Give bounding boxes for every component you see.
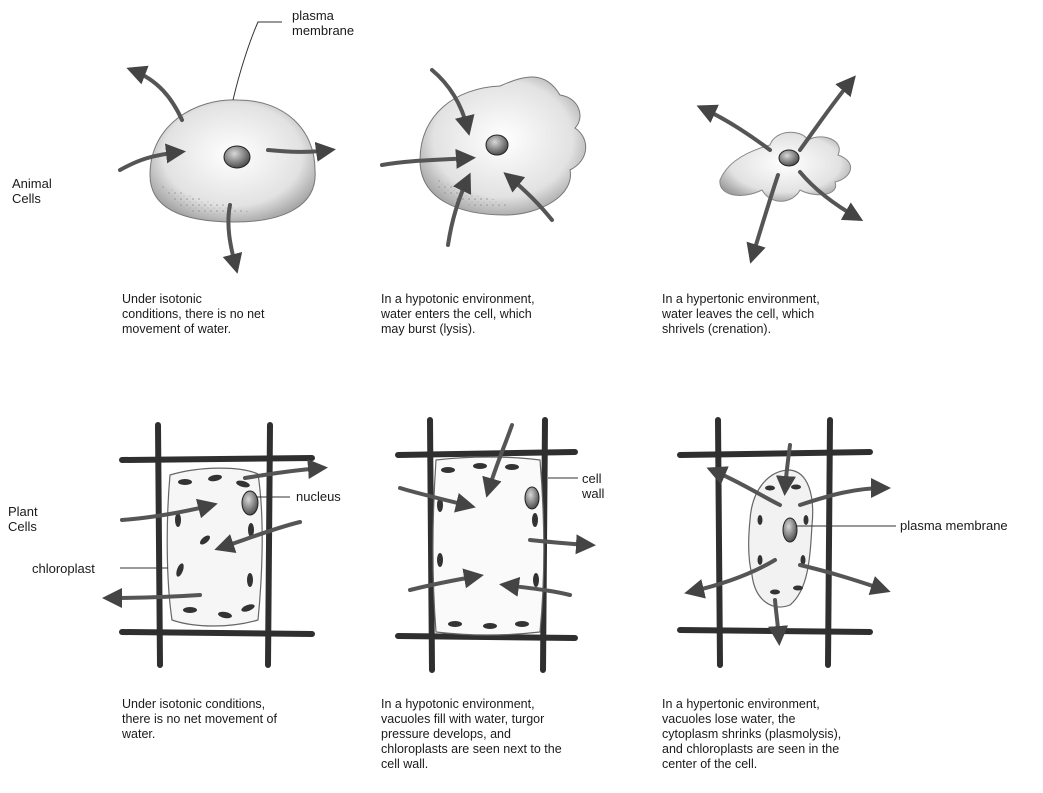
arrow-out-icon	[702, 108, 770, 150]
label-plasma-membrane-plant: plasma membrane	[900, 518, 1008, 533]
caption-plant-hypotonic: In a hypotonic environment, vacuoles fil…	[381, 697, 562, 772]
nucleus-icon	[783, 518, 797, 542]
animal-hypotonic-cell	[420, 77, 586, 215]
label-cell-wall: cell wall	[582, 471, 604, 501]
label-chloroplast: chloroplast	[32, 561, 95, 576]
row-label-plant-cells: Plant Cells	[8, 504, 38, 534]
label-plasma-membrane: plasma membrane	[292, 8, 354, 38]
nucleus-icon	[224, 146, 250, 168]
caption-plant-isotonic: Under isotonic conditions, there is no n…	[122, 697, 277, 742]
nucleus-icon	[779, 150, 799, 166]
arrow-out-icon	[108, 595, 200, 598]
label-nucleus: nucleus	[296, 489, 341, 504]
nucleus-icon	[486, 135, 508, 155]
caption-animal-hypertonic: In a hypertonic environment, water leave…	[662, 292, 820, 337]
plant-hypertonic-cell	[680, 420, 870, 665]
arrow-out-icon	[800, 488, 885, 505]
plant-isotonic-cell	[122, 425, 312, 665]
arrow-out-icon	[800, 565, 885, 590]
plasma-membrane-leader	[233, 22, 282, 100]
plant-hypotonic-cell	[398, 420, 575, 670]
caption-animal-hypotonic: In a hypotonic environment, water enters…	[381, 292, 535, 337]
caption-animal-isotonic: Under isotonic conditions, there is no n…	[122, 292, 264, 337]
animal-hypertonic-cell	[720, 132, 851, 201]
animal-isotonic-cell	[150, 100, 315, 222]
nucleus-icon	[242, 491, 258, 515]
arrow-out-icon	[268, 150, 330, 152]
arrow-out-icon	[132, 70, 182, 120]
row-label-animal-cells: Animal Cells	[12, 176, 52, 206]
nucleus-icon	[525, 487, 539, 509]
caption-plant-hypertonic: In a hypertonic environment, vacuoles lo…	[662, 697, 841, 772]
